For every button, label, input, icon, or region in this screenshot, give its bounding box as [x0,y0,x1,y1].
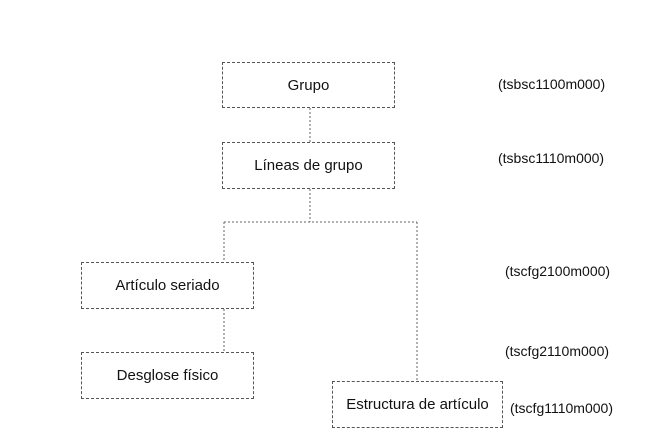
node-grupo-label: Grupo [287,76,330,94]
code-lineas-grupo: (tsbsc1110m000) [498,150,605,166]
node-lineas-grupo: Líneas de grupo [222,142,395,189]
node-articulo-seriado-label: Artículo seriado [115,277,220,294]
node-desglose-fisico-label: Desglose físico [116,367,219,384]
node-grupo: Grupo [222,62,395,108]
code-desglose-fisico: (tscfg2110m000) [505,343,610,359]
node-articulo-seriado: Artículo seriado [81,262,254,309]
code-grupo: (tsbsc1100m000) [498,76,606,92]
node-estructura-articulo-label: Estructura de artículo [346,396,489,413]
node-desglose-fisico: Desglose físico [81,352,254,399]
code-articulo-seriado: (tscfg2100m000) [505,263,611,279]
node-estructura-articulo: Estructura de artículo [332,381,503,428]
code-estructura-articulo: (tscfg1110m000) [510,400,613,416]
node-lineas-grupo-label: Líneas de grupo [254,157,363,174]
